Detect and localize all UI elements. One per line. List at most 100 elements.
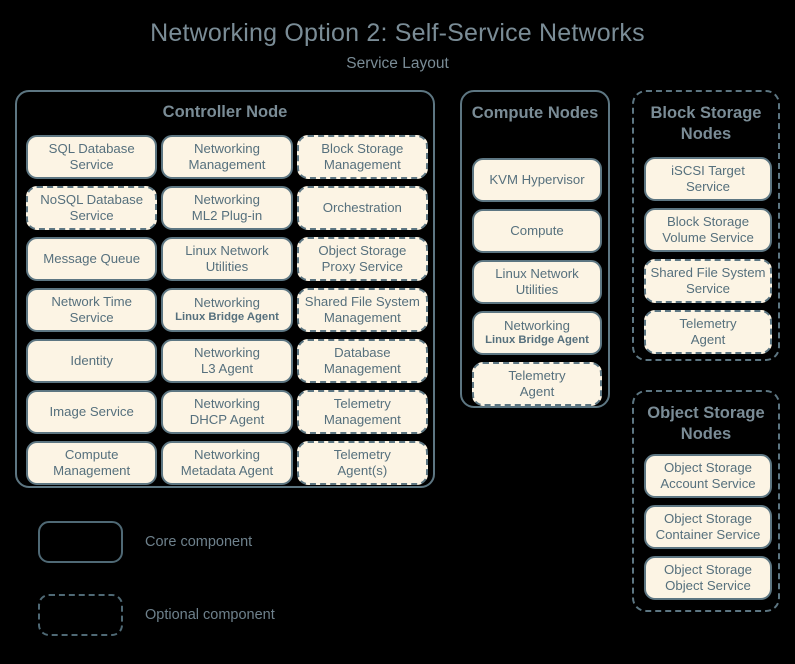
- service-label-line1: Database: [334, 344, 391, 360]
- service-label-line2: Linux Bridge Agent: [485, 334, 589, 347]
- service-label-line2: Object Service: [665, 578, 751, 593]
- service-label-line1: Shared File System: [650, 264, 766, 280]
- legend-swatch-core: [38, 520, 123, 563]
- service-label-line2: Management: [323, 412, 401, 427]
- service-label-line1: Network Time: [51, 293, 132, 309]
- service-label-line1: Linux Network: [495, 265, 579, 281]
- service-label-line1: Networking: [194, 344, 260, 360]
- controller-node-service-chip[interactable]: Message Queue: [26, 237, 158, 281]
- service-label-line2: Management: [53, 463, 131, 478]
- controller-node-service-chip[interactable]: Orchestration: [296, 186, 428, 230]
- service-label-line1: Shared File System: [304, 293, 420, 309]
- compute-nodes-service-chip[interactable]: Compute: [472, 209, 602, 253]
- service-label-line1: Compute: [510, 222, 564, 238]
- service-label-line2: Management: [323, 361, 401, 376]
- controller-node-title: Controller Node: [162, 103, 288, 121]
- service-label-line2: Linux Bridge Agent: [175, 311, 279, 324]
- service-label-line1: Networking: [194, 295, 260, 311]
- service-label-line1: Linux Network: [185, 242, 269, 258]
- block-storage-nodes-title-line1: Block Storage: [650, 104, 762, 122]
- service-label-line1: Networking: [504, 318, 570, 334]
- service-label-line1: Telemetry: [333, 395, 391, 411]
- service-label-line1: Networking: [194, 395, 260, 411]
- service-label-line1: Networking: [194, 140, 260, 156]
- service-label-line1: Message Queue: [43, 250, 141, 266]
- service-label-line2: Service: [69, 310, 114, 325]
- service-label-line2: Management: [323, 310, 401, 325]
- service-label-line1: Image Service: [49, 403, 134, 419]
- service-label-line2: Service: [686, 281, 730, 296]
- service-label-line2: Agent(s): [337, 463, 388, 478]
- service-label-line1: Block Storage: [321, 140, 404, 156]
- controller-node-service-chip[interactable]: Identity: [26, 339, 158, 383]
- service-label-line2: Utilities: [205, 259, 249, 274]
- service-label-line1: Telemetry: [508, 367, 566, 383]
- service-label-line2: Metadata Agent: [180, 463, 274, 478]
- service-label-line1: Identity: [70, 352, 113, 368]
- page-subtitle: Service Layout: [346, 54, 449, 72]
- service-label-line2: Service: [686, 179, 730, 194]
- controller-node-service-chip[interactable]: Image Service: [26, 390, 158, 434]
- legend-swatch-optional: [38, 593, 123, 636]
- service-label-line1: Telemetry: [333, 446, 391, 462]
- service-label-line1: Object Storage: [664, 510, 752, 526]
- service-label-line2: Agent: [690, 332, 726, 347]
- compute-nodes-title: Compute Nodes: [462, 103, 608, 124]
- legend-label-core: Core component: [145, 533, 253, 550]
- service-label-line2: Account Service: [660, 476, 756, 491]
- service-label-line2: Service: [69, 157, 114, 172]
- service-label-line1: Object Storage: [664, 459, 752, 475]
- service-label-line1: Orchestration: [322, 199, 402, 215]
- service-label-line2: Management: [188, 157, 266, 172]
- object-storage-nodes-title-line2: Storage Nodes: [680, 404, 765, 444]
- service-label-line1: Block Storage: [666, 213, 750, 229]
- service-label-line1: Telemetry: [679, 315, 737, 331]
- service-label-line2: Management: [323, 157, 401, 172]
- object-storage-nodes-title-line1: Object: [647, 404, 699, 422]
- service-label-line1: iSCSI Target: [671, 162, 745, 178]
- diagram-header: Networking Option 2: Self-Service Networ…: [0, 19, 795, 72]
- service-label-line1: KVM Hypervisor: [489, 171, 585, 187]
- compute-nodes-service-chip[interactable]: KVM Hypervisor: [472, 158, 602, 202]
- service-label-line2: DHCP Agent: [189, 412, 265, 427]
- legend-row-core: Core component: [38, 518, 275, 565]
- service-label-line1: NoSQL Database: [40, 191, 144, 207]
- service-label-line1: Networking: [194, 191, 260, 207]
- block-storage-nodes-title-line2: Nodes: [680, 125, 732, 144]
- service-label-line2: L3 Agent: [200, 361, 254, 376]
- object-storage-nodes-title: Object Storage Nodes: [634, 403, 778, 445]
- service-label-line1: SQL Database: [48, 140, 135, 156]
